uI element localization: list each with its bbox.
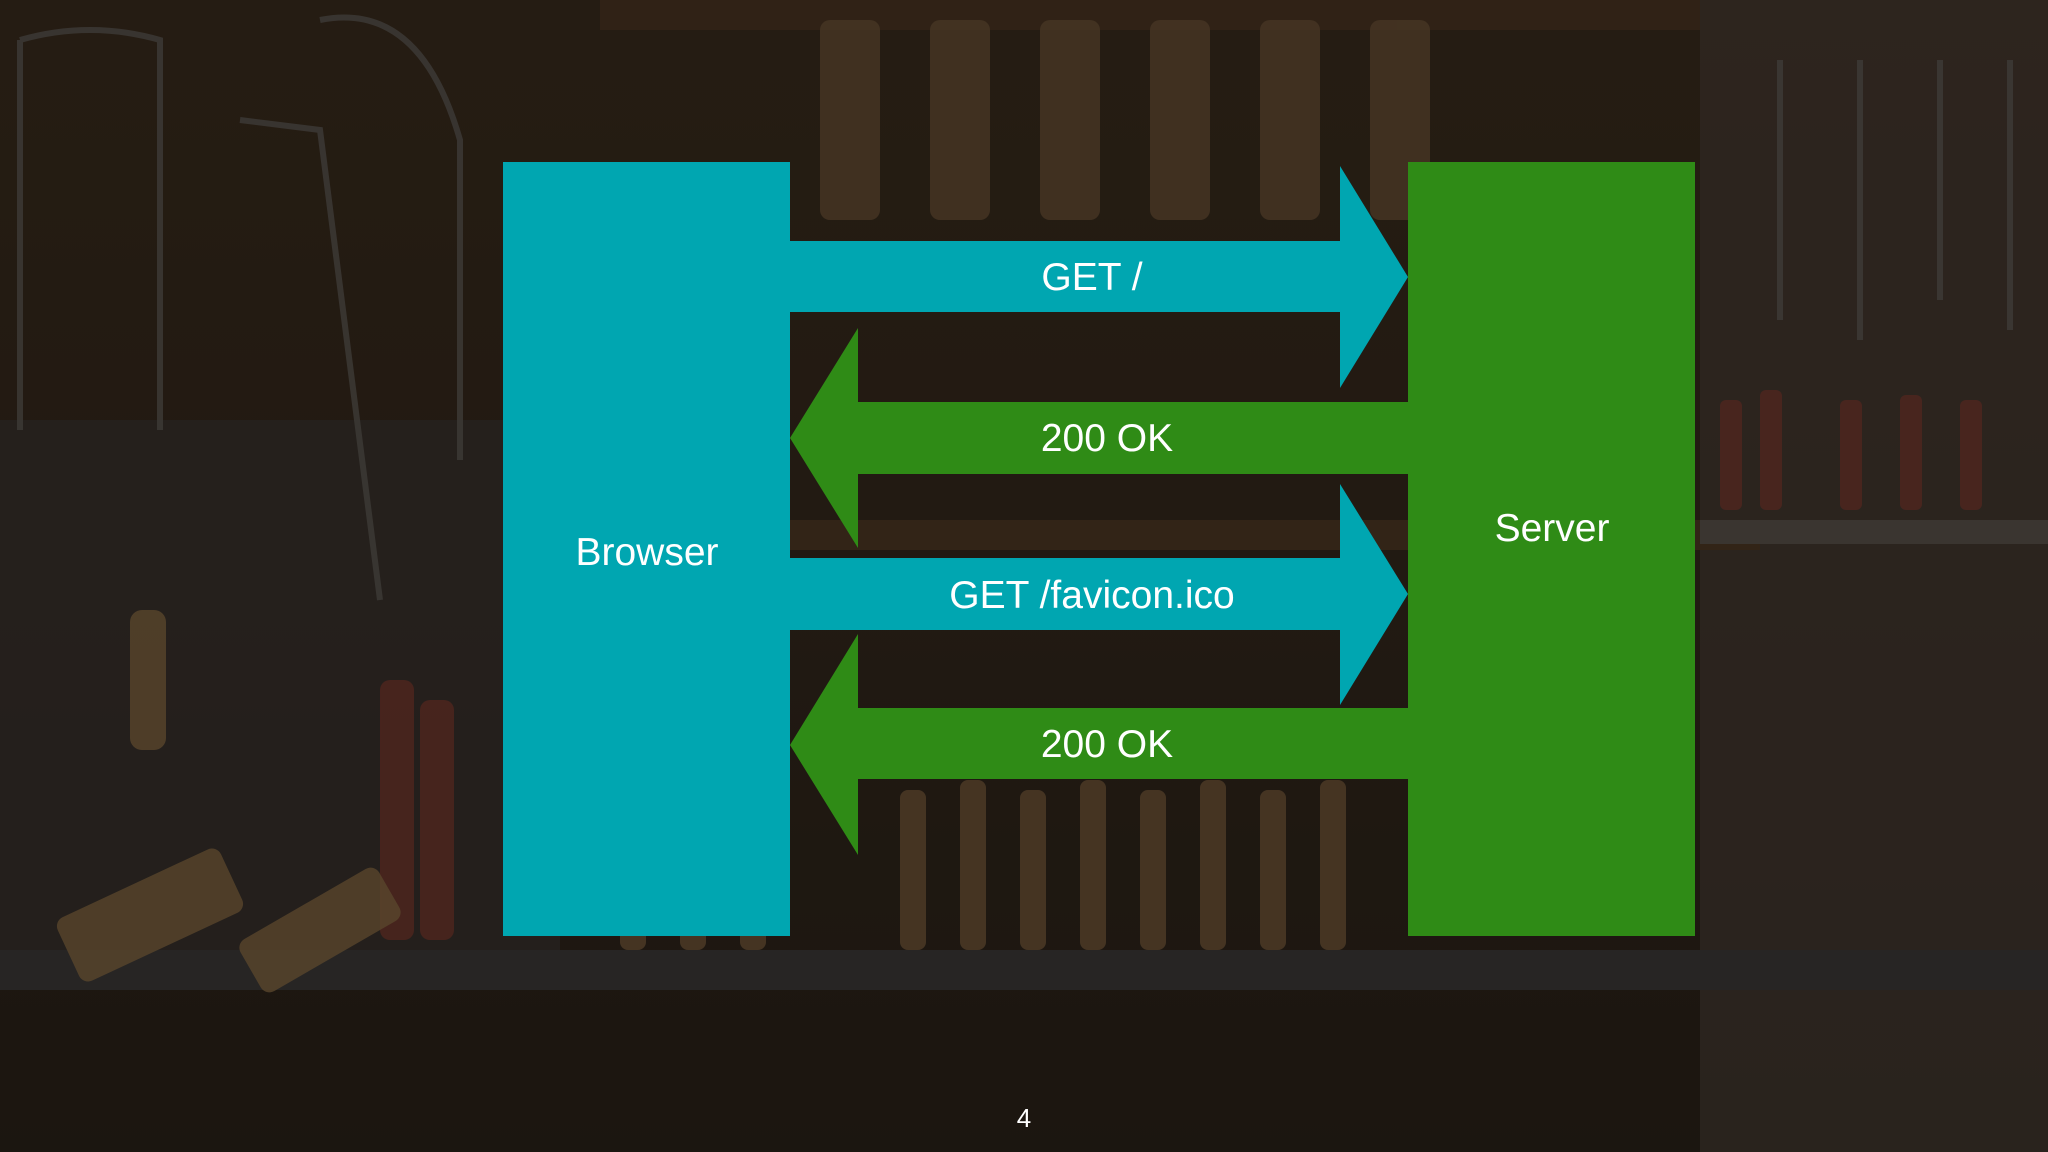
request-arrow-get-root xyxy=(790,166,1408,388)
page-number: 4 xyxy=(1016,1103,1032,1133)
message-label-200-ok: 200 OK xyxy=(1041,417,1173,460)
response-arrow-200-ok-favicon xyxy=(790,634,1408,855)
server-label: Server xyxy=(1495,507,1610,550)
message-label-get-root: GET / xyxy=(1041,256,1142,299)
browser-label: Browser xyxy=(575,531,718,574)
server-node xyxy=(1408,162,1695,936)
browser-node xyxy=(503,162,790,936)
message-label-200-ok-favicon: 200 OK xyxy=(1041,723,1173,766)
request-arrow-get-favicon xyxy=(790,484,1408,705)
message-label-get-favicon: GET /favicon.ico xyxy=(949,574,1234,617)
response-arrow-200-ok xyxy=(790,328,1408,548)
